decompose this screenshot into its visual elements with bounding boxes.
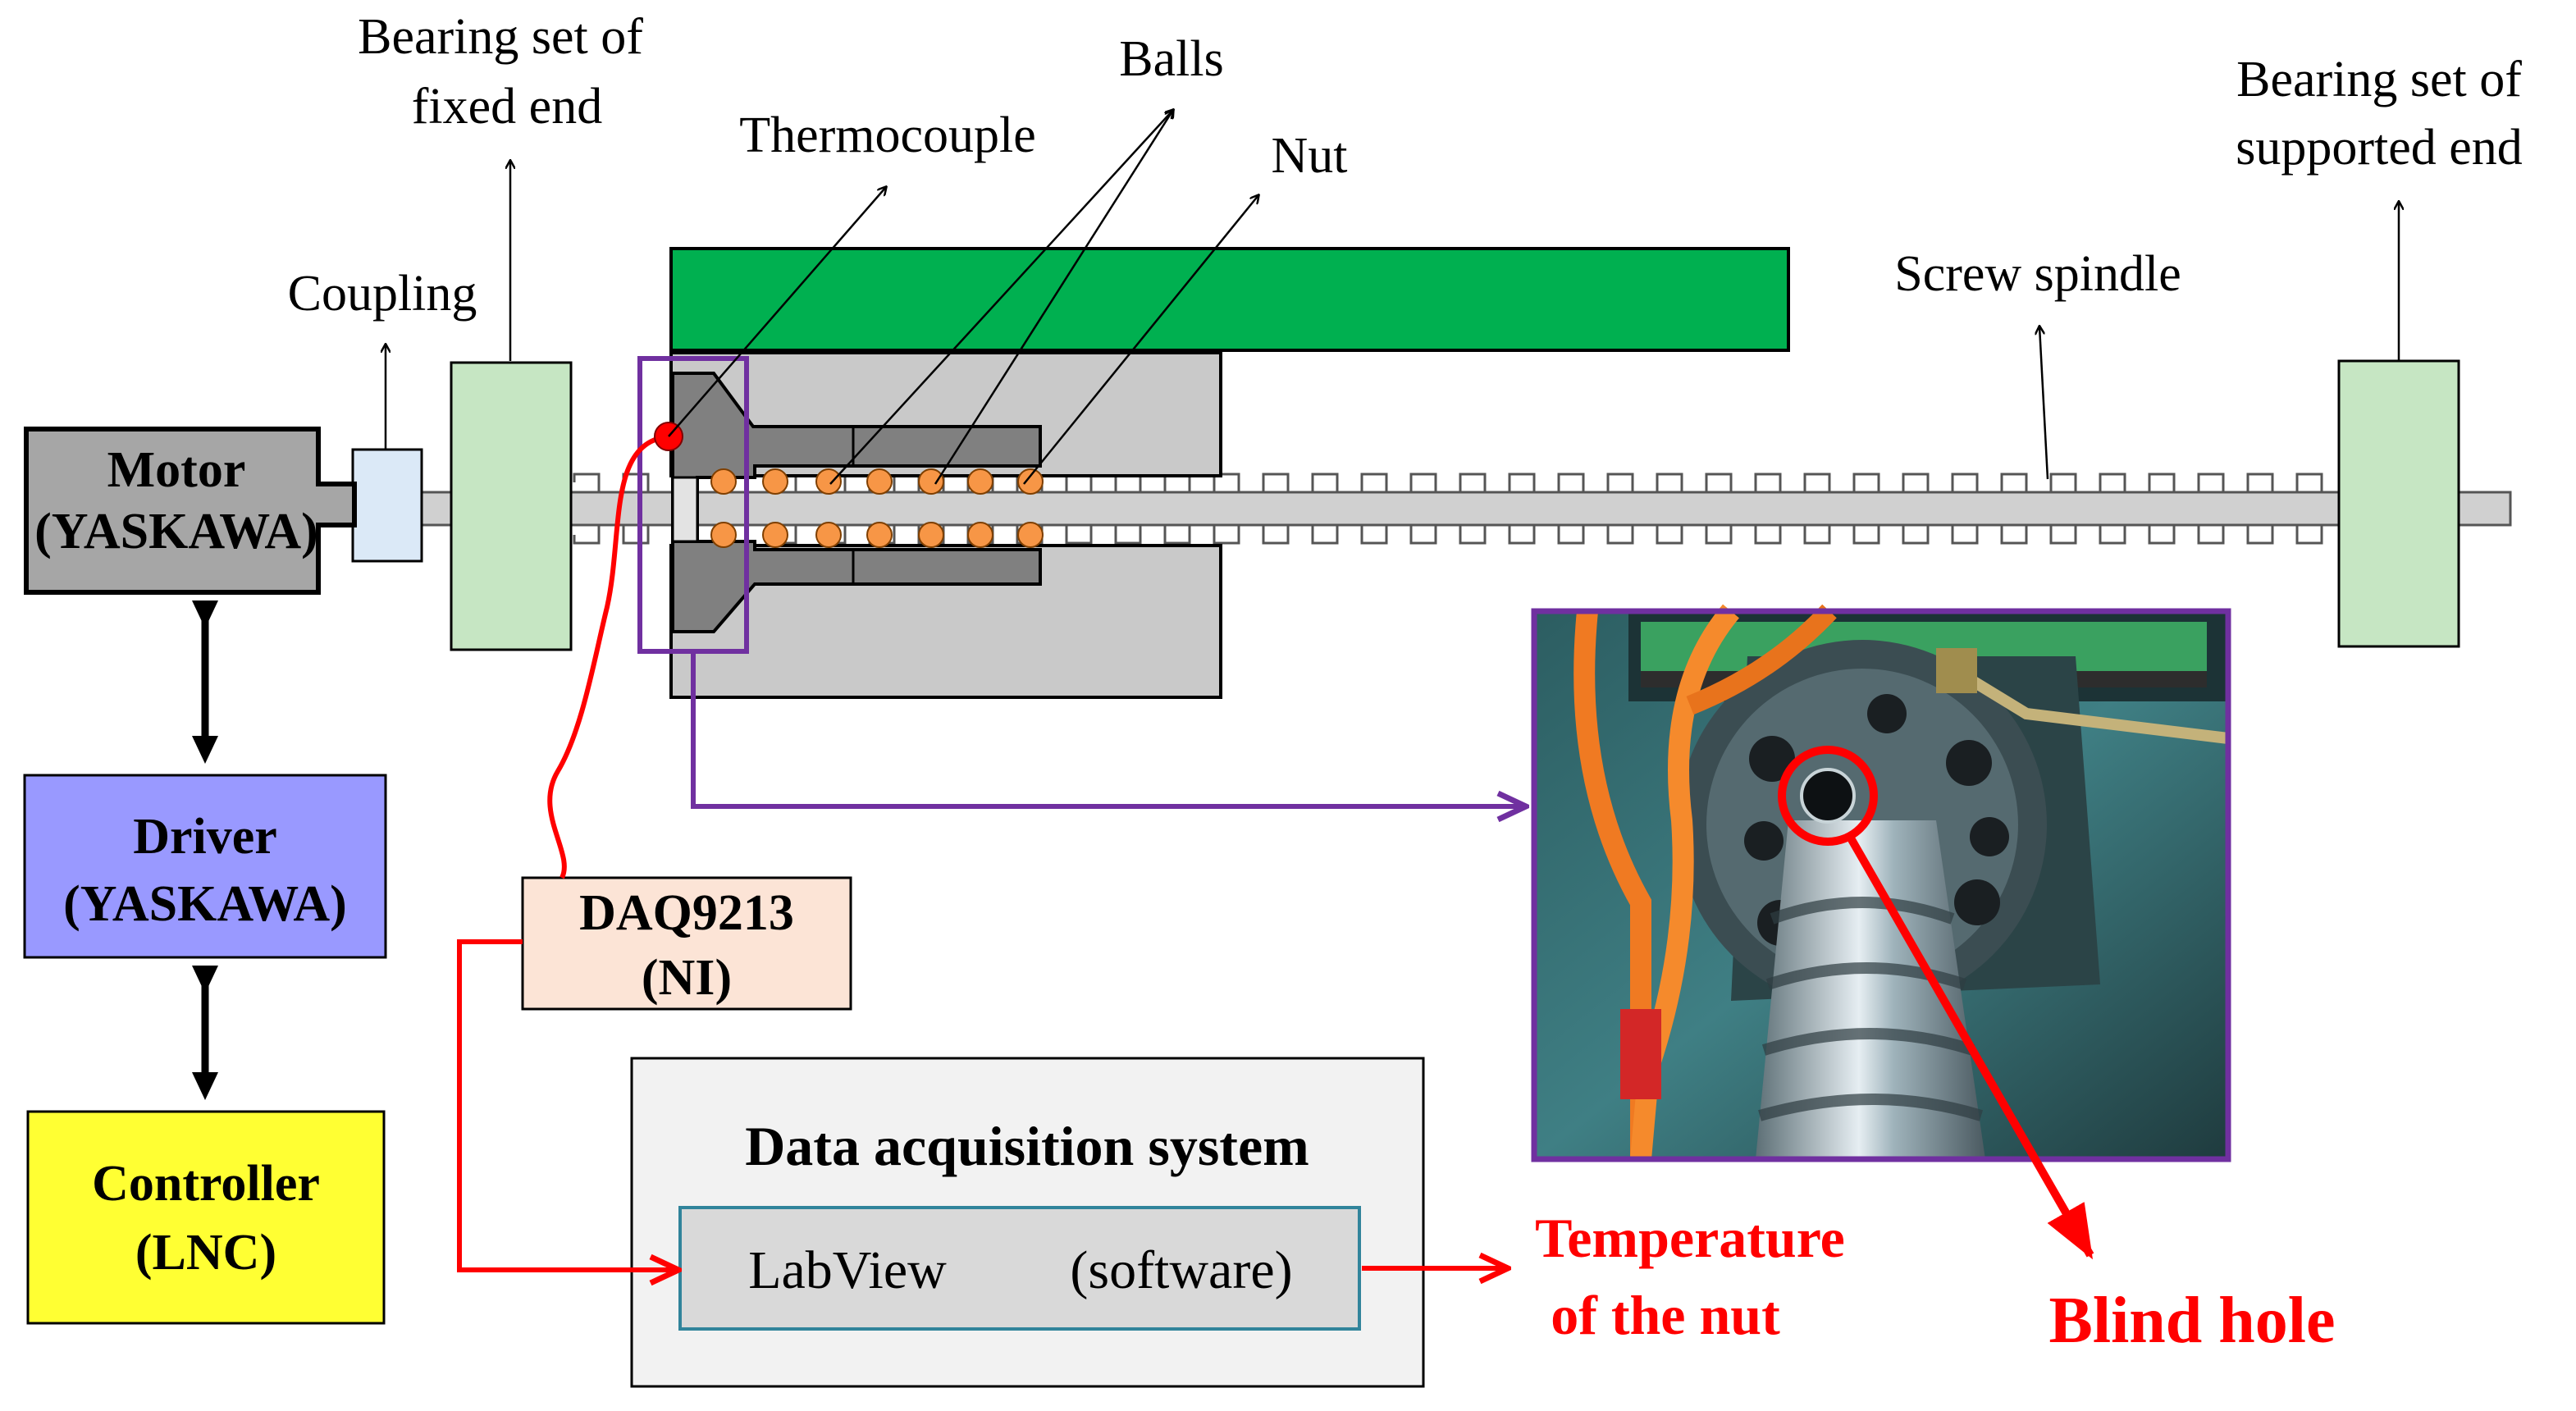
motor-model-label: (YASKAWA) — [34, 504, 318, 559]
ball — [866, 522, 893, 548]
thermocouple-wiring — [457, 422, 1508, 1270]
controller-model-label: (LNC) — [135, 1225, 276, 1281]
ball — [815, 522, 842, 548]
bearing-supported-label-2: supported end — [2236, 120, 2523, 176]
motor-label: Motor — [107, 442, 246, 498]
labview-label: LabView — [748, 1240, 947, 1300]
blind-hole-marker — [1778, 746, 2094, 1260]
detail-pointer-arrow — [691, 651, 1526, 806]
daq-label: DAQ9213 — [579, 885, 794, 941]
ball — [710, 468, 737, 495]
bearing-fixed-label-1: Bearing set of — [358, 9, 643, 65]
daq-block: DAQ9213 (NI) — [521, 876, 852, 1011]
ball — [918, 522, 944, 548]
ball — [1017, 468, 1044, 495]
data-acquisition-system: Data acquisition system LabView (softwar… — [630, 1057, 1425, 1388]
bearing-supported-end — [2337, 359, 2460, 648]
driver-label: Driver — [133, 809, 277, 865]
coupling-label: Coupling — [288, 266, 477, 322]
ball — [762, 522, 788, 548]
daq-vendor-label: (NI) — [642, 950, 732, 1006]
temperature-label-1: Temperature — [1535, 1207, 1845, 1269]
labview-box — [678, 1206, 1361, 1331]
motor-block: Motor (YASKAWA) — [24, 427, 357, 595]
ball — [710, 522, 737, 548]
controller-block: Controller (LNC) — [26, 1110, 386, 1325]
driver-model-label: (YASKAWA) — [63, 876, 347, 932]
ball — [815, 468, 842, 495]
nut-flange — [671, 372, 1042, 633]
bearing-fixed-label-2: fixed end — [412, 79, 602, 135]
ball — [866, 468, 893, 495]
annotation-labels: Bearing set of fixed end Balls Thermocou… — [288, 9, 2523, 1357]
coupling — [351, 448, 423, 563]
ball — [967, 522, 993, 548]
ball — [1017, 522, 1044, 548]
ball — [762, 468, 788, 495]
temperature-label-2: of the nut — [1551, 1284, 1780, 1346]
blind-hole-label: Blind hole — [2048, 1285, 2335, 1357]
bearing-fixed-end — [450, 361, 573, 651]
das-title: Data acquisition system — [745, 1115, 1309, 1177]
thermocouple-label: Thermocouple — [739, 107, 1036, 163]
software-label: (software) — [1070, 1240, 1292, 1300]
machine-table — [669, 247, 1790, 352]
leader-arrows — [386, 110, 2399, 485]
nut-label: Nut — [1272, 128, 1348, 184]
balls — [710, 468, 1044, 548]
ball — [967, 468, 993, 495]
balls-label: Balls — [1119, 31, 1223, 87]
driver-block: Driver (YASKAWA) — [23, 774, 387, 959]
screw-spindle-label: Screw spindle — [1894, 246, 2181, 302]
bearing-supported-label-1: Bearing set of — [2236, 52, 2522, 107]
ball — [918, 468, 944, 495]
controller-label: Controller — [92, 1156, 320, 1212]
